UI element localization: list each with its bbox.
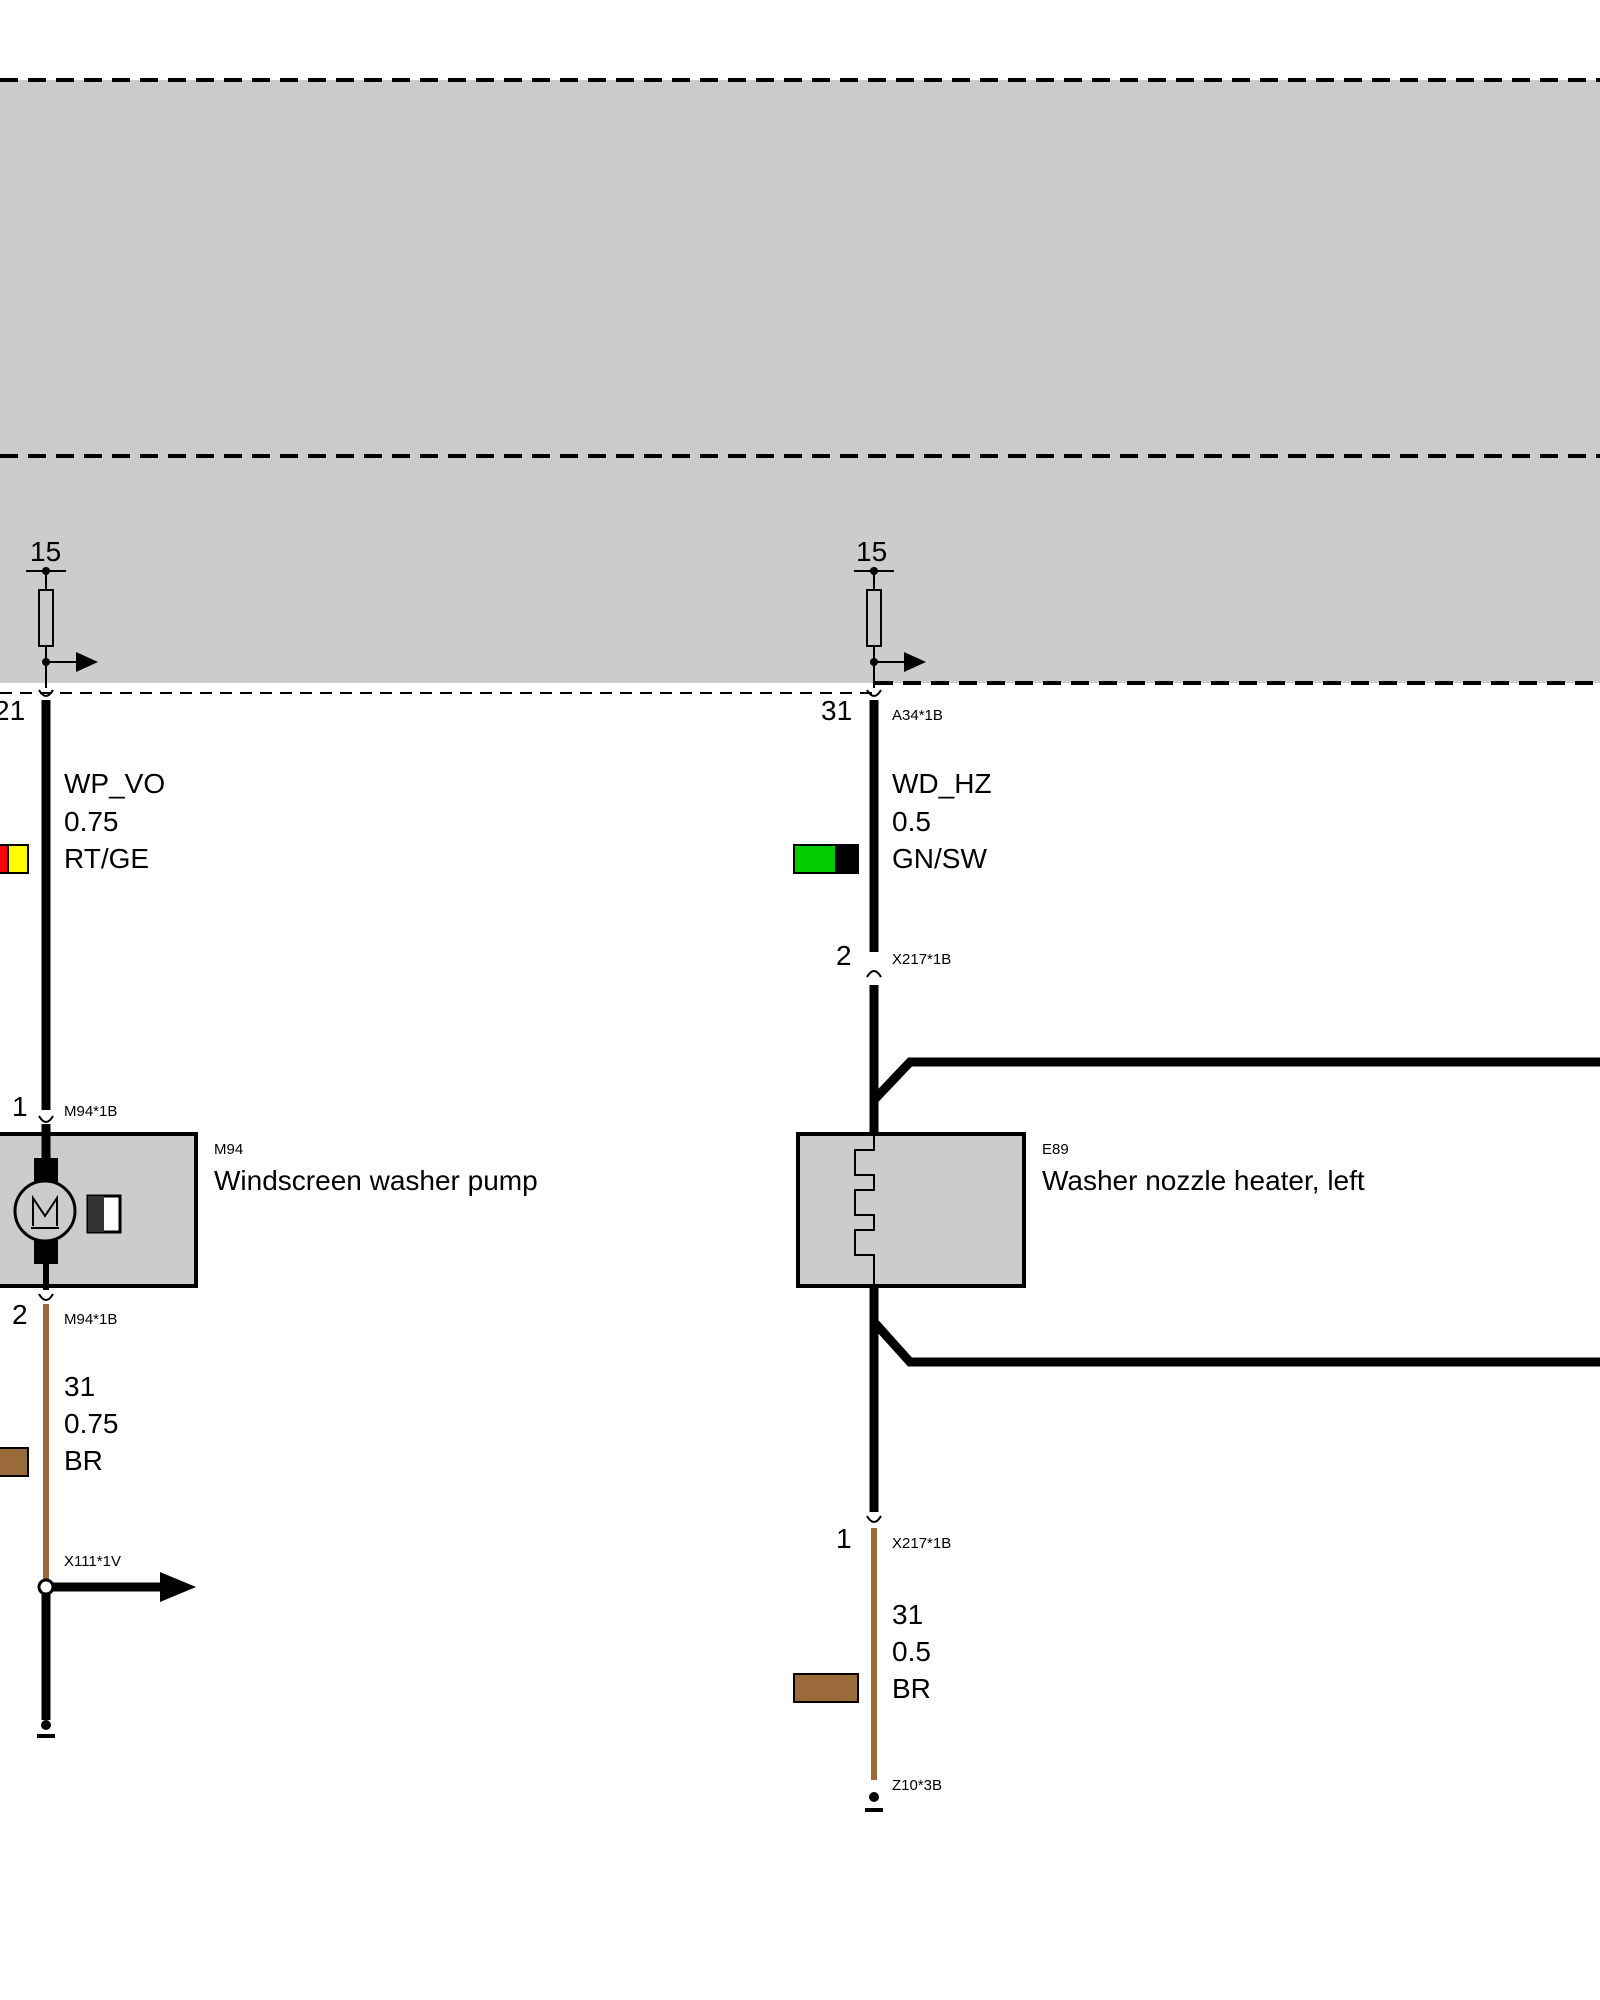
- left-supply: 15: [26, 536, 98, 688]
- wire-wd-hz-section: 0.5: [892, 806, 931, 837]
- x111-label: X111*1V: [64, 1553, 121, 1570]
- left-pin-hook: [38, 689, 54, 697]
- wire-ground-right-section: 0.5: [892, 1636, 931, 1667]
- z10-label: Z10*3B: [892, 1777, 942, 1794]
- m94-pin-bottom: 2: [12, 1299, 28, 1330]
- x217-bottom-hook: [866, 1515, 882, 1523]
- wire-ground-left-color: BR: [64, 1445, 103, 1476]
- wire-ground-left-signal: 31: [64, 1371, 95, 1402]
- left-pin-21: 21: [0, 695, 25, 726]
- wire-heater-branch-bottom: [870, 1318, 1600, 1367]
- right-supply-label: 15: [856, 536, 887, 567]
- wire-wp-vo-signal: WP_VO: [64, 768, 165, 799]
- e89-body: [796, 1132, 1026, 1288]
- control-unit-body: [0, 80, 1600, 683]
- wire-wp-vo-label: WP_VO 0.75 RT/GE: [0, 768, 165, 874]
- m94-connector-top: M94*1B: [64, 1103, 117, 1120]
- heater-icon: [854, 1134, 875, 1286]
- e89-component: [796, 1132, 1026, 1288]
- wire-ground-right-label: 31 0.5 BR: [793, 1599, 931, 1704]
- m94-terminal-bottom: [34, 1240, 58, 1264]
- m94-bottom-hook: [38, 1293, 54, 1301]
- right-output-arrow-icon: [904, 652, 926, 672]
- m94-pin-top: 1: [12, 1091, 28, 1122]
- left-supply-label: 15: [30, 536, 61, 567]
- switch-symbol-icon: [86, 1194, 122, 1234]
- right-connector-a34: A34*1B: [892, 707, 943, 724]
- x111-arrow-icon: [160, 1572, 196, 1602]
- wire-wp-vo-section: 0.75: [64, 806, 119, 837]
- swatch-br-left: [0, 1447, 29, 1477]
- wire-ground-left-section: 0.75: [64, 1408, 119, 1439]
- m94-terminal-top: [34, 1158, 58, 1182]
- swatch-gn: [793, 844, 839, 874]
- x217-bottom-label: X217*1B: [892, 1535, 951, 1552]
- wire-wd-hz-label: WD_HZ 0.5 GN/SW: [793, 768, 992, 874]
- ground-left-dot: [41, 1720, 51, 1730]
- x217-bottom-pin: 1: [836, 1523, 852, 1554]
- swatch-ge: [7, 844, 29, 874]
- e89-id: E89: [1042, 1141, 1069, 1158]
- m94-name: Windscreen washer pump: [214, 1165, 538, 1196]
- motor-icon: [13, 1179, 77, 1243]
- wire-wd-hz-signal: WD_HZ: [892, 768, 992, 799]
- x217-top-hook: [866, 970, 882, 978]
- wire-wd-hz-color: GN/SW: [892, 843, 987, 874]
- wire-ground-right-signal: 31: [892, 1599, 923, 1630]
- x111-node: [37, 1578, 55, 1596]
- wire-ground-left-label: 31 0.75 BR: [0, 1371, 119, 1477]
- e89-name: Washer nozzle heater, left: [1042, 1165, 1365, 1196]
- x217-top-pin: 2: [836, 940, 852, 971]
- left-output-arrow-icon: [76, 652, 98, 672]
- m94-top-hook: [38, 1115, 54, 1123]
- right-pin-hook: [866, 689, 882, 697]
- wire-ground-right-color: BR: [892, 1673, 931, 1704]
- right-supply: 15: [854, 536, 926, 688]
- swatch-sw: [835, 844, 859, 874]
- wire-heater-branch-top: [870, 1057, 1600, 1104]
- m94-connector-bottom: M94*1B: [64, 1311, 117, 1328]
- right-pin-31: 31: [821, 695, 852, 726]
- m94-component: [0, 1124, 198, 1290]
- x217-top-label: X217*1B: [892, 951, 951, 968]
- m94-id: M94: [214, 1141, 243, 1158]
- control-unit: [0, 78, 1600, 694]
- ground-right-dot: [869, 1792, 879, 1802]
- swatch-br-right: [793, 1673, 859, 1703]
- wire-wp-vo-color: RT/GE: [64, 843, 149, 874]
